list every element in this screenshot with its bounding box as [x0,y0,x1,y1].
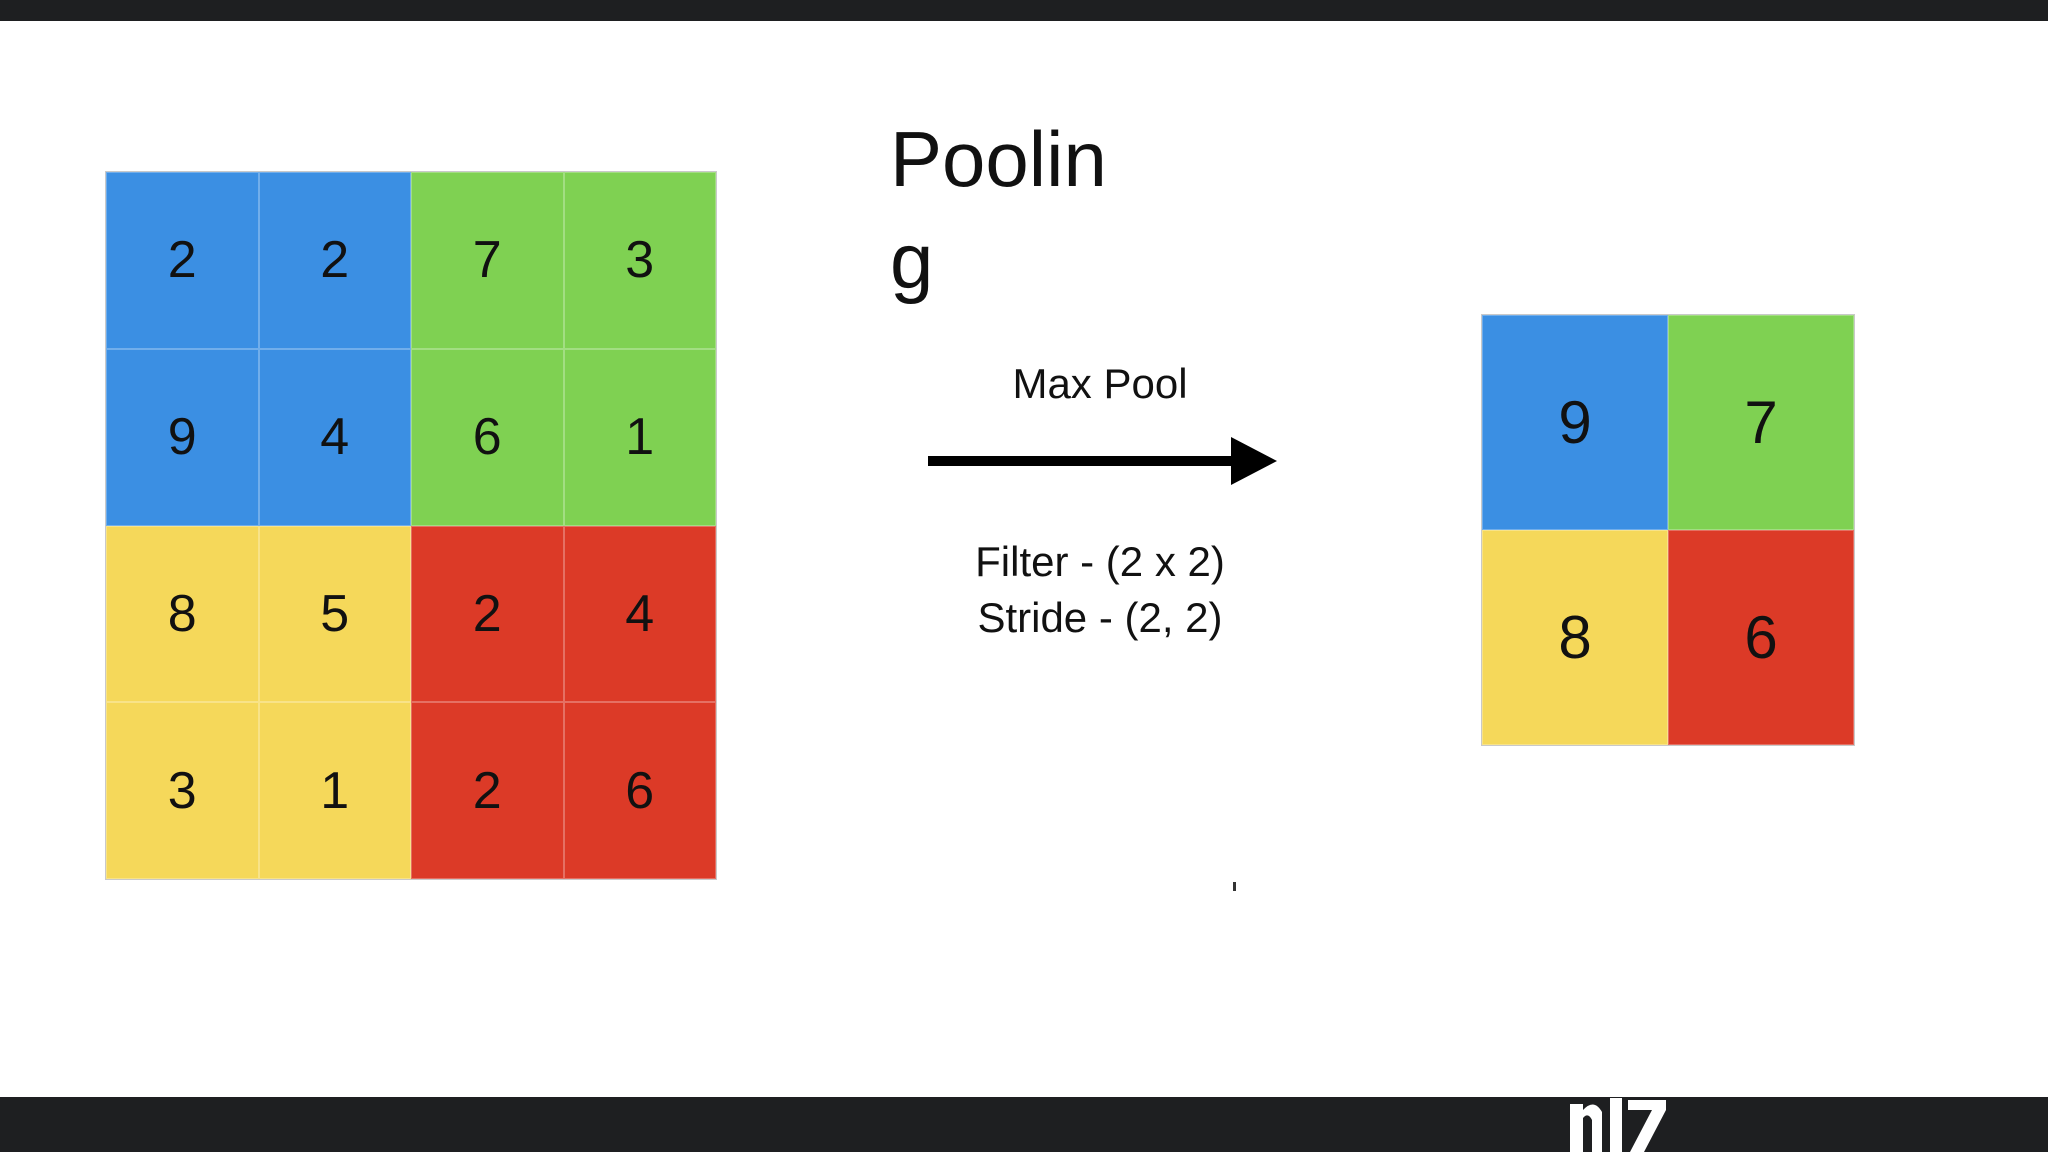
output-matrix-cell: 9 [1482,315,1668,530]
input-matrix-cell: 4 [563,525,716,703]
input-matrix-cell: 2 [411,525,564,703]
output-matrix-cell: 6 [1668,530,1854,745]
input-matrix-cell: 8 [106,525,259,703]
filter-stride-label: Filter - (2 x 2) Stride - (2, 2) [900,534,1300,646]
input-matrix-cell: 9 [106,348,259,526]
output-matrix-cell: 8 [1482,530,1668,745]
input-matrix-cell: 3 [563,172,716,349]
input-matrix-cell: 6 [563,702,716,879]
slide-title: Pooling [890,115,1107,305]
input-matrix-cell: 2 [106,172,259,349]
right-arrow-icon [928,437,1277,485]
output-matrix-cell: 7 [1668,315,1854,530]
input-matrix-cell: 5 [258,525,411,703]
input-matrix-cell: 3 [106,702,259,879]
filter-text: Filter - (2 x 2) [975,538,1225,585]
top-bar [0,0,2048,21]
stride-text: Stride - (2, 2) [977,594,1223,641]
max-pool-label: Max Pool [1012,360,1188,407]
input-matrix-cell: 2 [411,702,564,879]
input-matrix-cell: 7 [411,172,564,349]
brand-logo-icon [1570,1098,1666,1152]
input-matrix-cell: 4 [258,348,411,526]
input-matrix-cell: 6 [411,348,564,526]
input-matrix-cell: 1 [563,348,716,526]
input-matrix-cell: 1 [258,702,411,879]
input-matrix-cell: 2 [258,172,411,349]
bottom-bar [0,1097,2048,1152]
tick-mark [1233,882,1236,891]
